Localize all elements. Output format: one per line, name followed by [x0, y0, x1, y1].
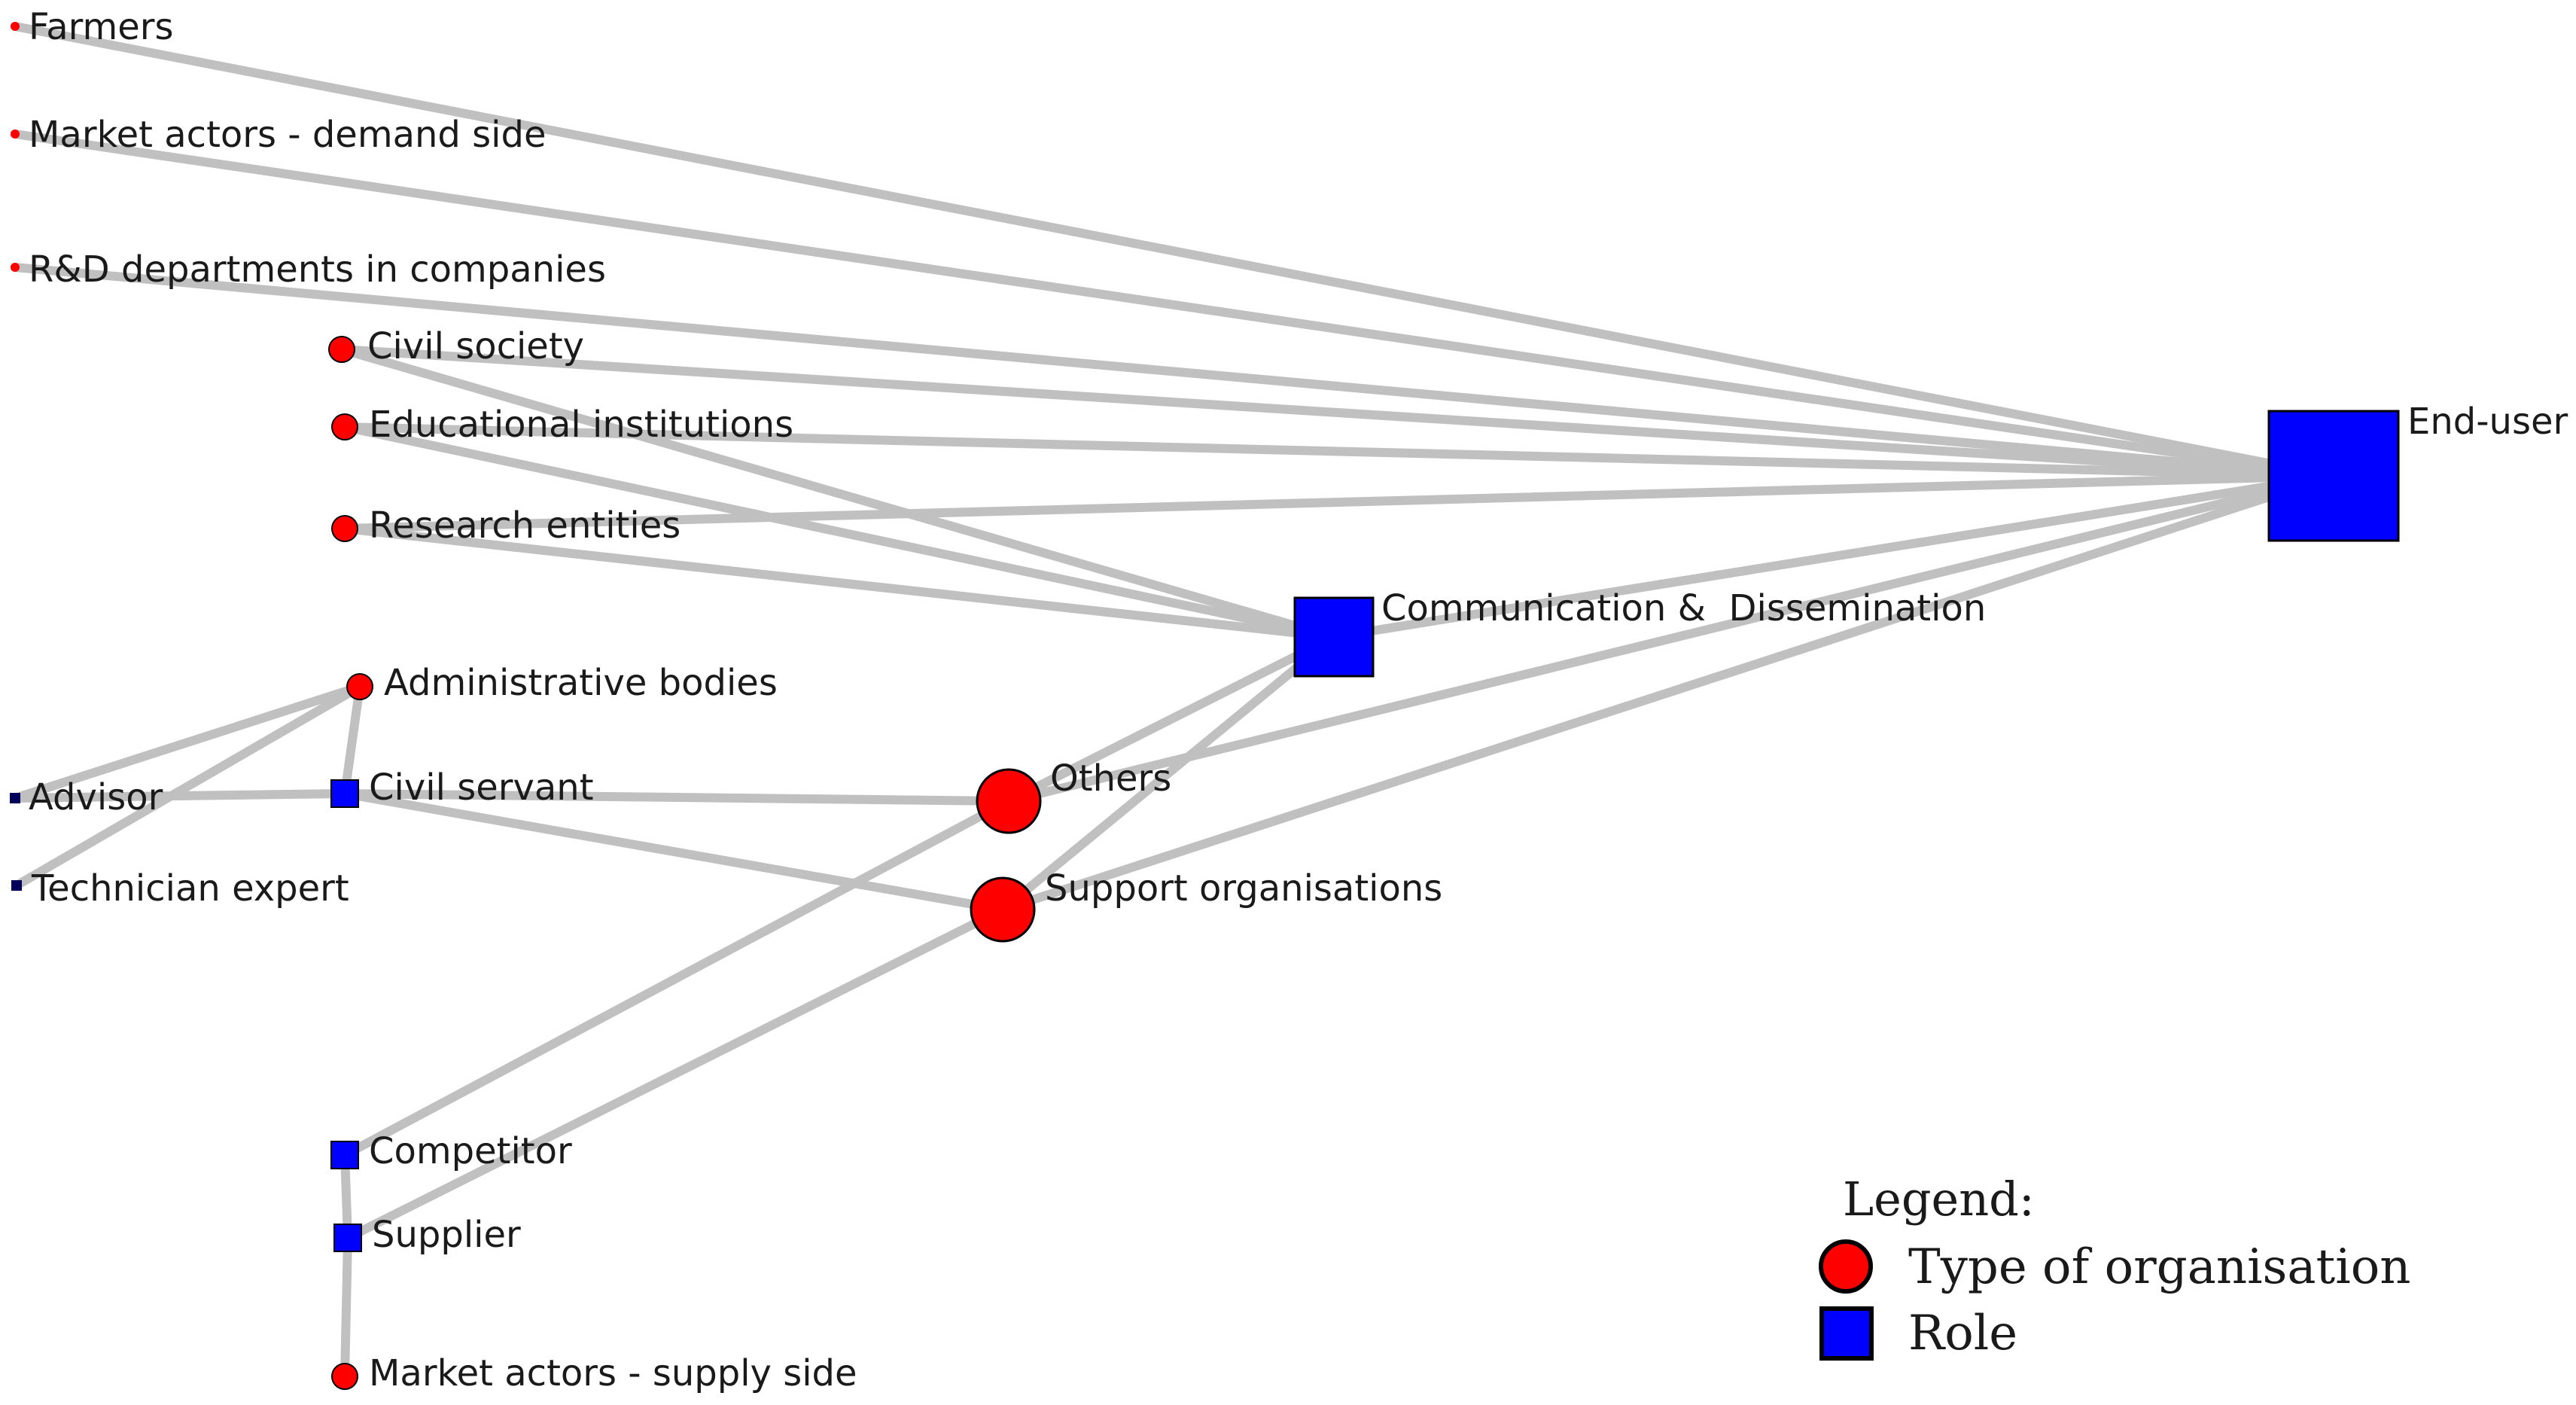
edge-supplier-to-support — [343, 905, 1007, 1242]
node-technician — [11, 880, 22, 891]
node-advisor — [10, 793, 20, 803]
edge-rd-departments-to-end-user — [11, 263, 2338, 480]
edge-communication-to-end-user — [1329, 471, 2338, 642]
edge-competitor-to-others — [340, 797, 1013, 1160]
node-educational — [331, 413, 358, 440]
node-competitor — [330, 1141, 359, 1169]
node-label-civil-servant: Civil servant — [369, 767, 594, 809]
edge-layer — [11, 22, 2338, 1381]
edge-civil-servant-to-support — [340, 789, 1007, 914]
node-label-supplier: Supplier — [372, 1214, 521, 1256]
node-label-market-supply: Market actors - supply side — [369, 1352, 857, 1394]
node-civil-servant — [330, 779, 359, 808]
edge-educational-to-communication — [340, 422, 1338, 642]
node-communication — [1293, 596, 1375, 678]
node-label-civil-society: Civil society — [367, 325, 584, 367]
legend-title: Legend: — [1843, 1172, 2035, 1227]
node-label-communication: Communication & Dissemination — [1381, 587, 1986, 629]
legend: Legend: Type of organisation Role — [1819, 1172, 2410, 1361]
edge-others-to-communication — [1004, 632, 1338, 806]
edge-educational-to-end-user — [340, 422, 2338, 480]
node-civil-society — [328, 336, 355, 363]
edge-civil-servant-to-others — [340, 789, 1013, 806]
edge-administrative-to-civil-servant — [340, 682, 364, 798]
node-label-rd-departments: R&D departments in companies — [29, 248, 606, 291]
node-label-technician: Technician expert — [31, 867, 349, 910]
node-research — [331, 515, 358, 542]
node-label-end-user: End-user — [2407, 401, 2568, 443]
node-label-administrative: Administrative bodies — [384, 662, 778, 704]
edge-market-demand-to-end-user — [11, 130, 2338, 480]
node-label-educational: Educational institutions — [369, 404, 793, 446]
node-rd-departments — [11, 263, 20, 272]
legend-circle-icon — [1819, 1239, 1873, 1294]
edge-technician-to-administrative — [12, 682, 364, 890]
node-end-user — [2267, 410, 2400, 542]
edge-research-to-communication — [340, 524, 1338, 642]
node-farmers — [11, 22, 20, 31]
legend-square-icon — [1819, 1306, 1874, 1361]
node-supplier — [333, 1224, 362, 1252]
node-label-competitor: Competitor — [369, 1130, 572, 1172]
node-support — [970, 876, 1036, 943]
edge-farmers-to-end-user — [11, 22, 2338, 480]
edge-supplier-to-market-supply — [340, 1233, 352, 1381]
edge-support-to-end-user — [998, 471, 2338, 914]
edge-civil-society-to-end-user — [337, 345, 2338, 480]
node-label-farmers: Farmers — [29, 6, 174, 48]
node-others — [976, 768, 1042, 834]
node-administrative — [346, 673, 373, 700]
legend-label-role: Role — [1908, 1306, 2017, 1361]
node-label-others: Others — [1050, 757, 1171, 800]
node-market-demand — [11, 130, 20, 139]
edge-advisor-to-administrative — [11, 682, 364, 803]
legend-label-organisation: Type of organisation — [1908, 1239, 2410, 1295]
edge-research-to-end-user — [340, 471, 2338, 533]
edge-others-to-end-user — [1004, 471, 2338, 806]
node-market-supply — [331, 1363, 358, 1390]
node-label-support: Support organisations — [1045, 867, 1442, 910]
node-label-advisor: Advisor — [29, 776, 163, 818]
node-label-market-demand: Market actors - demand side — [29, 114, 547, 156]
edge-civil-society-to-communication — [337, 345, 1338, 642]
node-layer — [10, 22, 2400, 1390]
node-label-research: Research entities — [369, 504, 681, 547]
edge-support-to-communication — [998, 632, 1338, 914]
